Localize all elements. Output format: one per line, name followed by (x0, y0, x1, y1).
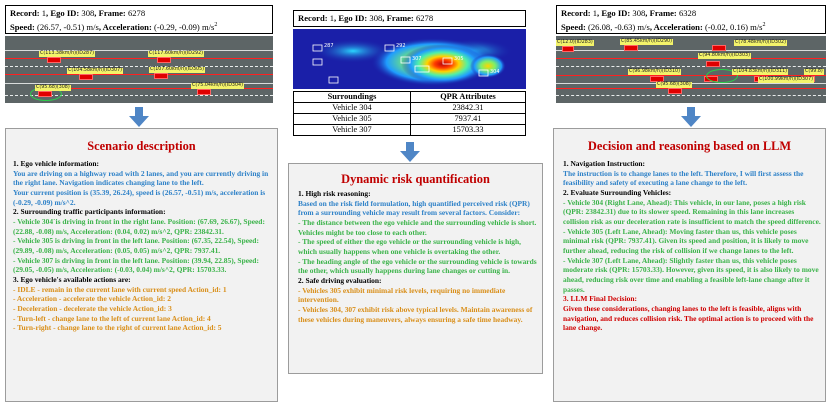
vehicle-tag: C(95.68)(308) (656, 82, 692, 88)
llm-decision-panel: Decision and reasoning based on LLM 1. N… (553, 128, 826, 402)
action-item: - IDLE - remain in the current lane with… (13, 284, 227, 294)
heat-label: 307 (412, 56, 422, 62)
table-header-cell: QPR Attributes (410, 91, 526, 103)
vehicle-tag: C(78.48km/h)(ID302) (734, 40, 787, 46)
action-item: - Turn-left - change lane to the left of… (13, 313, 211, 323)
risk-title: Dynamic risk quantification (341, 172, 490, 186)
down-arrow-icon (400, 142, 420, 162)
table-cell: 23842.31 (410, 102, 526, 114)
vehicle-tag: C(85.45km/h)(ID290) (620, 39, 673, 45)
table-cell: Vehicle 304 (293, 102, 411, 114)
vehicle-tag: C(95.68)(308) (35, 85, 71, 91)
action-item: - Deceleration - decelerate the vehicle … (13, 303, 172, 313)
vehicle-box (312, 58, 323, 66)
vehicle-tag: C(99.8) (804, 69, 824, 75)
llm-title: Decision and reasoning based on LLM (587, 139, 792, 153)
table-cell: 15703.33 (410, 124, 526, 136)
vehicle-tag: C(113.38km/h)(ID287) (39, 51, 95, 57)
table-header-row: Surroundings QPR Attributes (293, 91, 526, 103)
scenario-description-panel: Scenario description 1. Ego vehicle info… (5, 128, 278, 402)
right-highway-image: C(12.0)(ID283) C(85.45km/h)(ID290) C(78.… (556, 36, 826, 103)
scenario-title: Scenario description (87, 139, 196, 153)
vehicle-box (384, 44, 395, 52)
middle-frame-header: Record: 1, Ego ID: 308, Frame: 6278 (293, 10, 526, 27)
vehicle-box (312, 44, 323, 52)
vehicle-box (414, 65, 430, 73)
vehicle-box (478, 69, 489, 77)
heat-label: 292 (396, 43, 406, 49)
down-arrow-icon (129, 107, 149, 127)
vehicle-box (400, 56, 411, 64)
right-header-line2: Speed: (26.08, -0.63) m/s, Acceleration:… (561, 21, 766, 32)
table-row: Vehicle 304 23842.31 (293, 102, 526, 114)
vehicle-tag: C(104.83km/h)(ID311) (732, 69, 788, 75)
table-header-cell: Surroundings (293, 91, 411, 103)
table-row: Vehicle 307 15703.33 (293, 124, 526, 136)
risk-quantification-panel: Dynamic risk quantification 1. High risk… (288, 163, 543, 374)
vehicle-box (328, 76, 339, 84)
action-item: - Acceleration - accelerate the vehicle … (13, 294, 171, 304)
left-highway-image: C(113.38km/h)(ID287) C(117.60km/h)(ID292… (5, 36, 273, 103)
right-ego-highlight (706, 69, 738, 83)
table-row: Vehicle 305 7937.41 (293, 113, 526, 125)
vehicle-tag: C(117.60km/h)(ID292) (148, 51, 204, 57)
vehicle-tag: C(107.60km/h)(ID305) (149, 67, 205, 73)
qpr-table: Surroundings QPR Attributes Vehicle 304 … (293, 91, 526, 136)
table-cell: 7937.41 (410, 113, 526, 125)
table-cell: Vehicle 305 (293, 113, 411, 125)
vehicle-tag: C(96.98km/h)(ID310) (628, 69, 681, 75)
vehicle-tag: C(94.80km/h)(ID303) (698, 53, 751, 59)
vehicle-tag: C(104.58km/h)(ID307) (67, 68, 123, 74)
heat-label: 304 (490, 69, 500, 75)
left-header-line2: Speed: (26.57, -0.51) m/s, Acceleration:… (10, 21, 218, 32)
right-header-line1: Record: 1, Ego ID: 308, Frame: 6328 (561, 8, 697, 18)
right-frame-header: Record: 1, Ego ID: 308, Frame: 6328 Spee… (556, 5, 826, 34)
vehicle-tag: C(75.04km/h)(ID304) (191, 83, 244, 89)
vehicle-tag: C(12.0)(ID283) (556, 40, 594, 46)
down-arrow-icon (681, 107, 701, 127)
vehicle-box (442, 57, 453, 65)
risk-field-heatmap: 287 292 307 305 304 (293, 29, 526, 89)
table-cell: Vehicle 307 (293, 124, 411, 136)
left-header-line1: Record: 1, Ego ID: 308, Frame: 6278 (10, 8, 146, 18)
vehicle-tag: C(100.99km/h)(ID307) (758, 77, 814, 83)
left-frame-header: Record: 1, Ego ID: 308, Frame: 6278 Spee… (5, 5, 273, 34)
action-item: - Turn-right - change lane to the right … (13, 323, 222, 333)
heat-label: 287 (324, 43, 334, 49)
heat-label: 305 (454, 56, 464, 62)
